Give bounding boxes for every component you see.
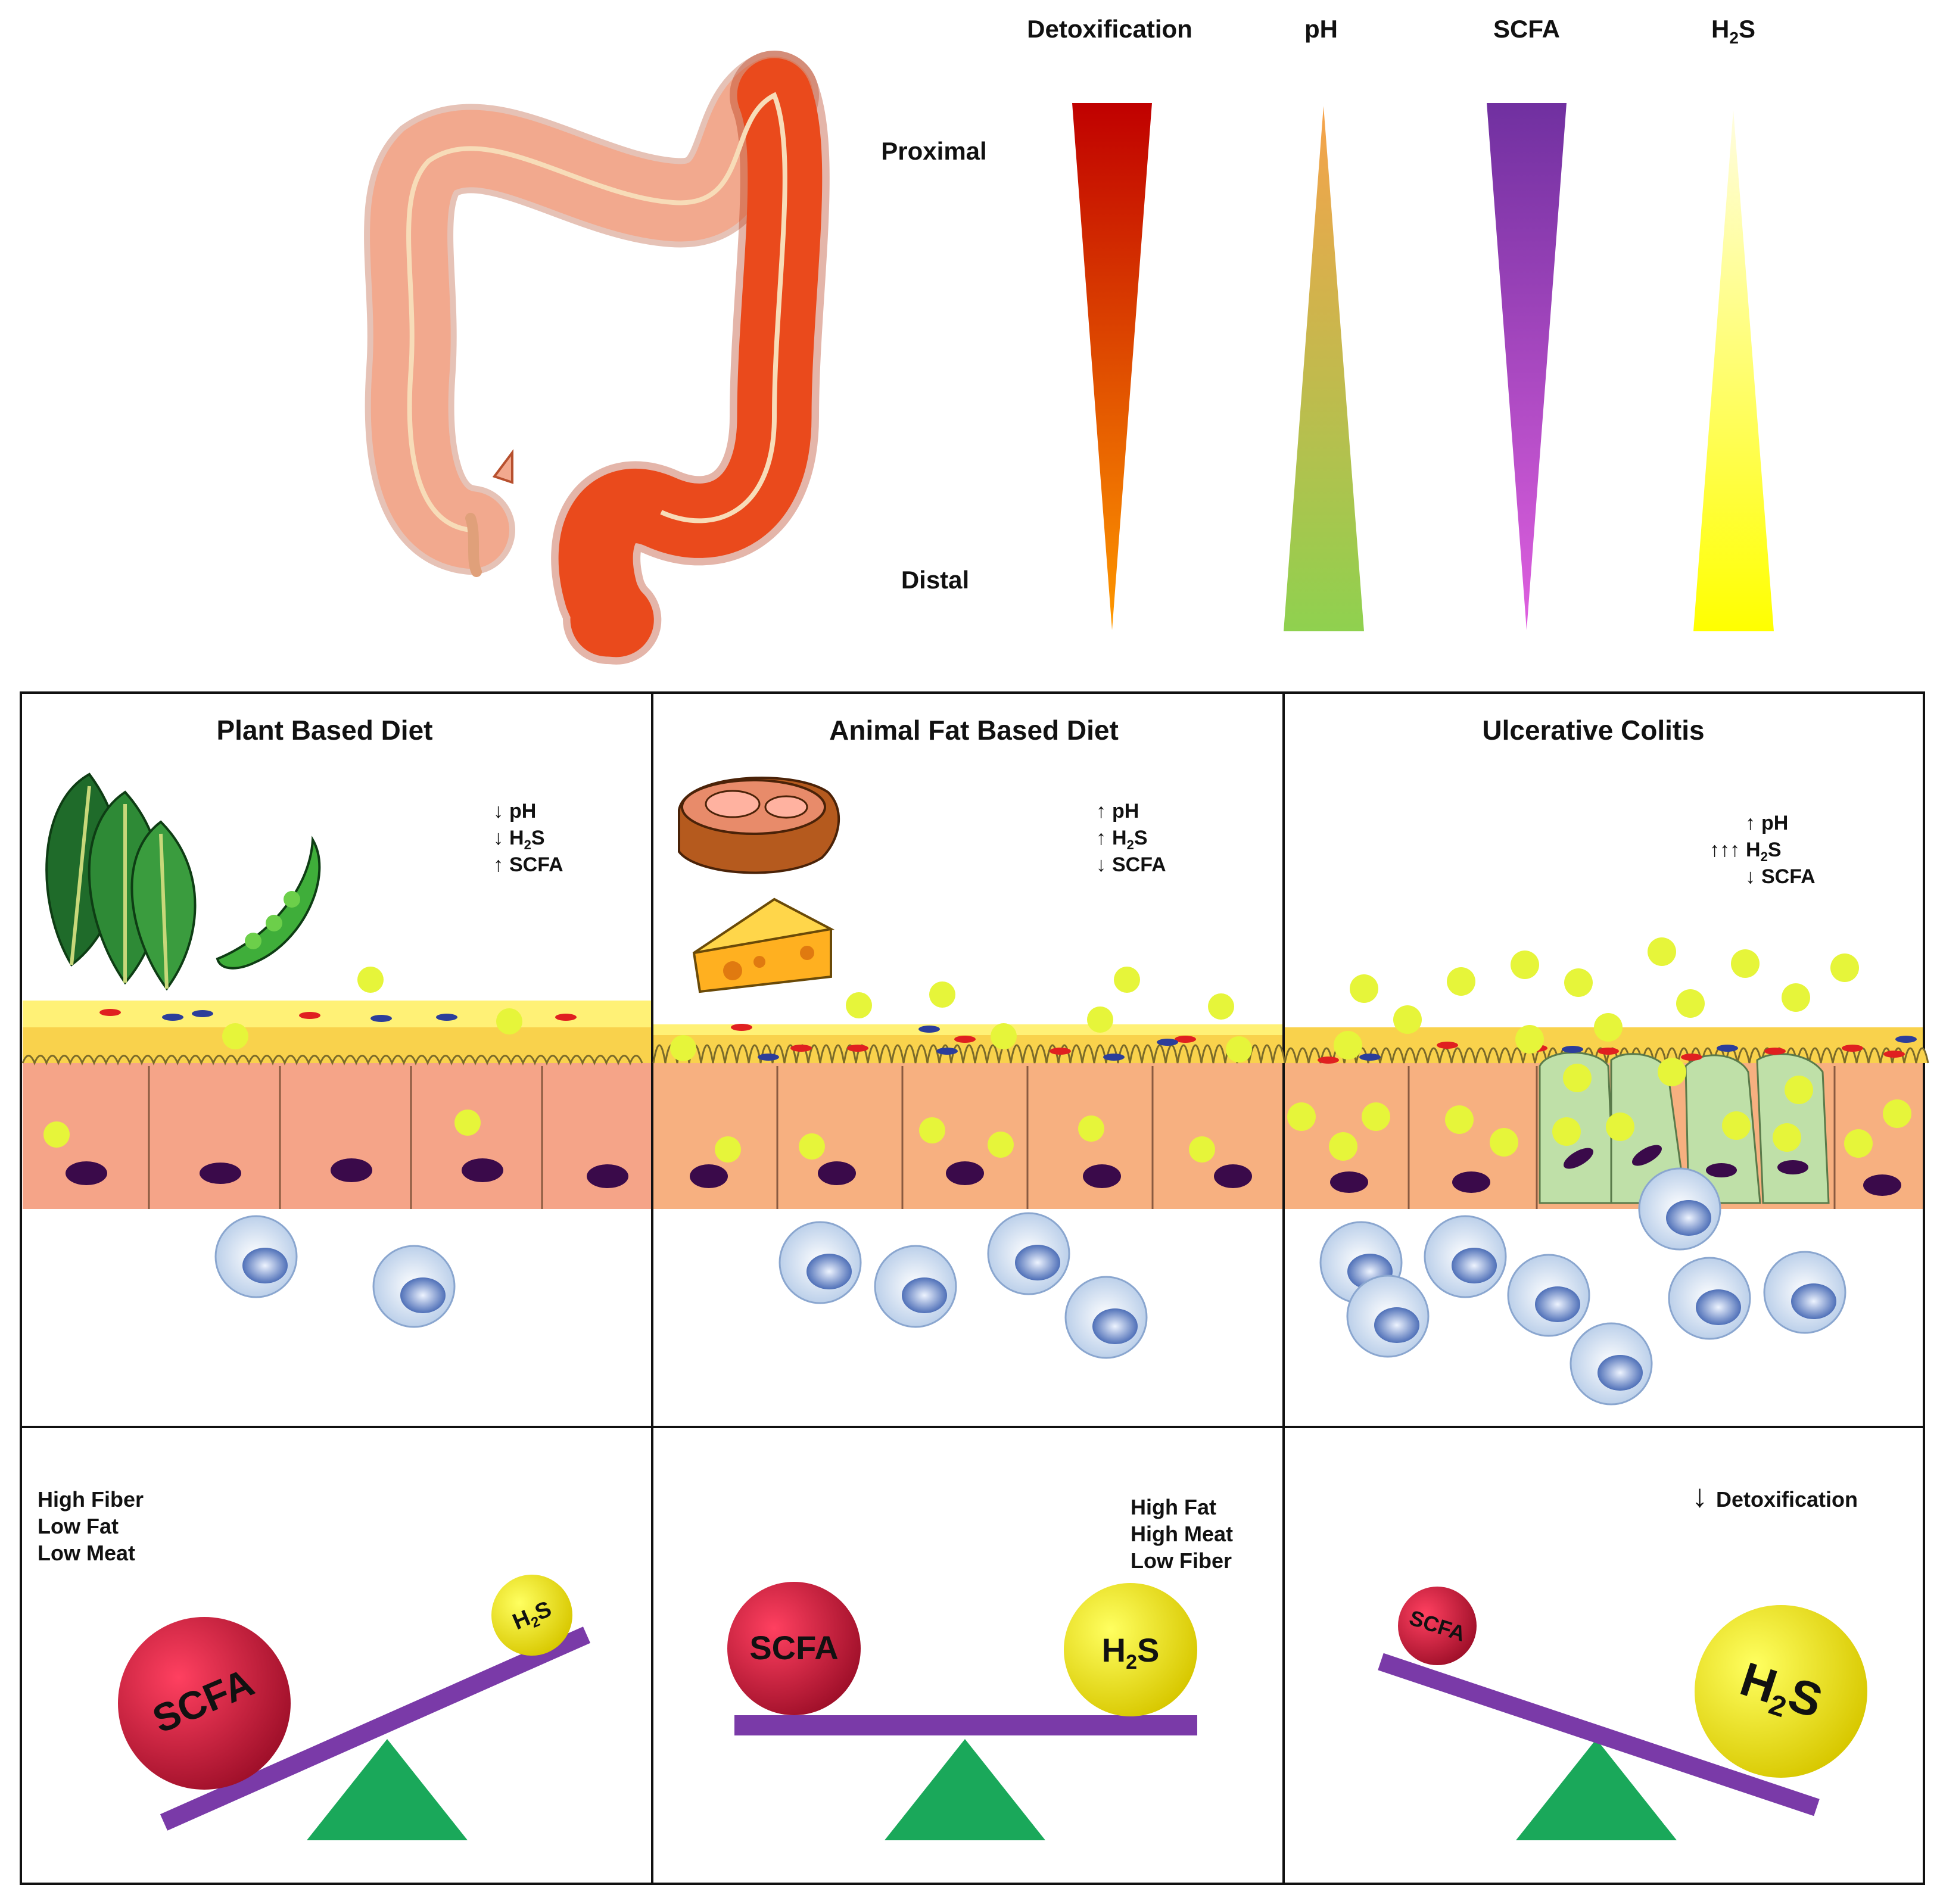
indicator-scfa: ↓ SCFA	[1096, 853, 1166, 876]
balance-scale: SCFA H2S	[1378, 1587, 1867, 1840]
arrow: ↓	[493, 827, 503, 849]
diet-item: High Meat	[1131, 1522, 1233, 1546]
label-proximal: Proximal	[881, 137, 986, 165]
indicator-ph: ↓ pH	[493, 800, 536, 822]
label: pH	[1761, 812, 1788, 834]
indicator-h2s: ↑↑↑ H2S	[1709, 839, 1782, 864]
fulcrum	[1516, 1739, 1677, 1840]
epithelium-animal	[652, 967, 1286, 1359]
ph-gradient	[1284, 106, 1364, 631]
damaged-cells	[1539, 1052, 1830, 1204]
pea-pod-icon	[216, 836, 321, 970]
arrow: ↑	[493, 853, 503, 876]
panel-animal-fat: Animal Fat Based Diet ↑ pH ↑ H2S ↓ SCFA	[652, 715, 1286, 1840]
indicator-ph: ↑ pH	[1745, 812, 1788, 834]
diet-list: High Fiber Low Fat Low Meat	[38, 1487, 144, 1565]
label: SCFA	[1761, 865, 1816, 888]
label: pH	[509, 800, 536, 822]
arrow: ↑	[1096, 800, 1106, 822]
gradient-title-detoxification: Detoxification	[1027, 15, 1192, 43]
label: H	[1112, 827, 1127, 849]
cheese-icon	[692, 898, 835, 993]
tail: S	[1768, 839, 1782, 861]
arrow: ↓	[1745, 865, 1755, 888]
diet-item: High Fiber	[38, 1487, 144, 1512]
indicator-ph: ↑ pH	[1096, 800, 1139, 822]
leaf-icon	[45, 772, 197, 991]
arrow: ↑	[1745, 812, 1755, 834]
gradient-header: Detoxification pH SCFA H2S Proximal Dist…	[881, 15, 1774, 631]
immune-cells	[1319, 1167, 1846, 1406]
scfa-ball	[727, 1582, 861, 1715]
fulcrum	[307, 1739, 468, 1840]
gradient-title-h2s: H2S	[1711, 15, 1755, 47]
subscript: 2	[524, 837, 531, 852]
h2s-ball	[491, 1575, 572, 1656]
h2s-ball-label: H2S	[1102, 1631, 1160, 1674]
balance-scale: SCFA H2S	[118, 1575, 591, 1840]
indicator-list: ↓ pH ↓ H2S ↑ SCFA	[493, 800, 563, 876]
arrow: ↓	[1692, 1478, 1708, 1514]
panel-ulcerative-colitis: Ulcerative Colitis ↑ pH ↑↑↑ H2S ↓ SCFA	[1284, 715, 1929, 1840]
panel-plant: Plant Based Diet ↓ pH ↓ H2S ↑ SCFA	[21, 715, 651, 1840]
immune-cells	[779, 1212, 1148, 1359]
diet-list: High Fat High Meat Low Fiber	[1131, 1495, 1233, 1573]
h2s-ball	[1064, 1583, 1197, 1716]
arrow: ↑↑↑	[1709, 839, 1740, 861]
tail: S	[1134, 827, 1148, 849]
h2s-h: H	[1711, 15, 1729, 43]
arrow: ↑	[1096, 827, 1106, 849]
diet-item: Low Fiber	[1131, 1548, 1232, 1573]
panel-title: Animal Fat Based Diet	[829, 715, 1119, 746]
balance-scale: SCFA H2S	[727, 1582, 1197, 1840]
scfa-gradient	[1487, 103, 1567, 630]
gradient-title-scfa: SCFA	[1493, 15, 1560, 43]
scfa-ball-label: SCFA	[749, 1629, 838, 1666]
steak-icon	[678, 777, 840, 874]
diet-item: Low Meat	[38, 1541, 135, 1565]
scfa-ball	[118, 1617, 291, 1790]
label: SCFA	[1112, 853, 1166, 876]
label: SCFA	[509, 853, 563, 876]
diet-item: Low Fat	[38, 1514, 119, 1538]
indicator-scfa: ↓ SCFA	[1745, 865, 1816, 888]
h2s-s: S	[1739, 15, 1755, 43]
indicator-scfa: ↑ SCFA	[493, 853, 563, 876]
label: Detoxification	[1716, 1487, 1858, 1512]
subscript: 2	[1127, 837, 1134, 852]
panel-grid	[20, 691, 1925, 1885]
scale-beam	[734, 1715, 1197, 1735]
panel-title: Plant Based Diet	[217, 715, 433, 746]
indicator-h2s: ↓ H2S	[493, 827, 545, 852]
scale-beam	[1378, 1653, 1820, 1816]
detoxification-note: ↓ Detoxification	[1692, 1478, 1858, 1514]
diet-item: High Fat	[1131, 1495, 1216, 1519]
indicator-list: ↑ pH ↑ H2S ↓ SCFA	[1096, 800, 1166, 876]
scfa-ball	[1398, 1587, 1477, 1665]
label: pH	[1112, 800, 1139, 822]
gradient-title-ph: pH	[1304, 15, 1338, 43]
h2s-gradient	[1693, 110, 1774, 631]
scale-beam	[160, 1626, 591, 1831]
label: H	[1746, 839, 1761, 861]
subscript: 2	[1761, 849, 1768, 864]
panel-title: Ulcerative Colitis	[1482, 715, 1704, 746]
epithelium-plant	[21, 967, 651, 1328]
h2s-sub: 2	[1729, 29, 1739, 47]
arrow: ↓	[1096, 853, 1106, 876]
label: H	[509, 827, 524, 849]
immune-cells	[214, 1215, 456, 1328]
indicator-list: ↑ pH ↑↑↑ H2S ↓ SCFA	[1709, 812, 1816, 888]
detoxification-gradient	[1072, 103, 1152, 630]
epithelium-colitis	[1284, 937, 1929, 1406]
colon-illustration	[364, 51, 830, 665]
indicator-h2s: ↑ H2S	[1096, 827, 1148, 852]
label-distal: Distal	[901, 566, 969, 594]
fulcrum	[885, 1739, 1045, 1840]
arrow: ↓	[493, 800, 503, 822]
tail: S	[531, 827, 545, 849]
h2s-ball	[1695, 1605, 1867, 1778]
